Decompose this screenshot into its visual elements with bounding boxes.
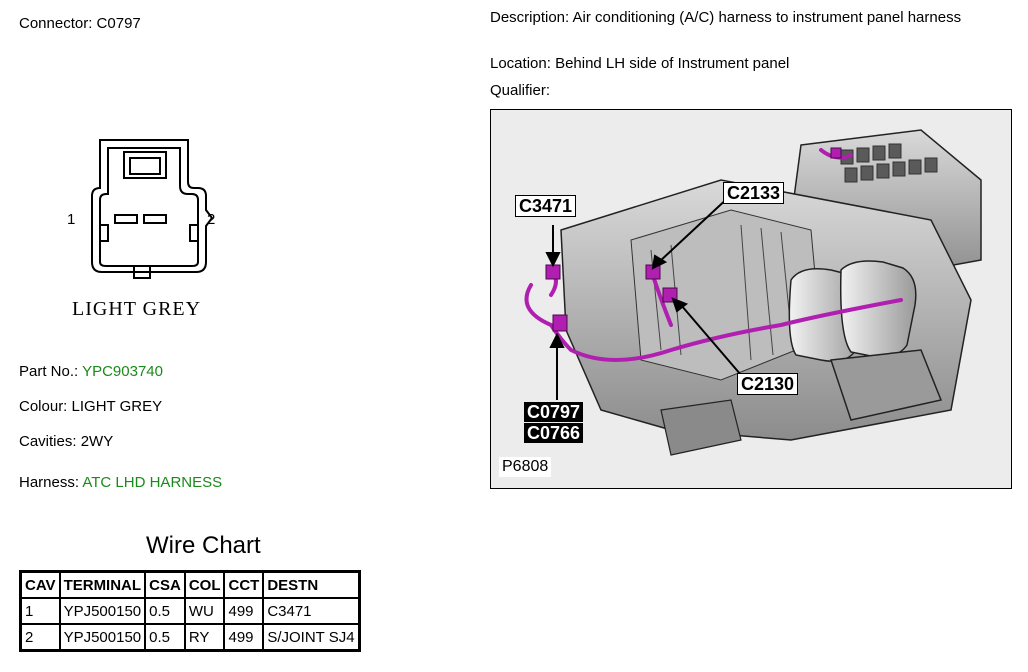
callout-c3471: C3471 (515, 195, 577, 217)
description-row: Description: Air conditioning (A/C) harn… (490, 8, 1010, 27)
callout-c2133: C2133 (723, 182, 785, 204)
cell-terminal: YPJ500150 (58, 623, 147, 652)
header-terminal: TERMINAL (58, 570, 147, 599)
cell-csa: 0.5 (144, 623, 186, 652)
location-label: Location: (490, 55, 551, 72)
header-csa: CSA (144, 570, 186, 599)
wire-chart-table: CAV TERMINAL CSA COL CCT DESTN 1 YPJ5001… (19, 570, 361, 652)
cavities-label: Cavities: (19, 433, 77, 450)
connector-title: Connector: C0797 (19, 15, 141, 32)
harness-link[interactable]: ATC LHD HARNESS (82, 474, 223, 491)
cavities-row: Cavities: 2WY (19, 433, 113, 450)
callout-c2130: C2130 (737, 373, 799, 395)
description-label: Description: (490, 9, 570, 26)
table-row: 1 YPJ500150 0.5 WU 499 C3471 (19, 597, 361, 625)
connector-label: Connector: (19, 15, 93, 32)
header-cav: CAV (19, 570, 61, 599)
header-cct: CCT (223, 570, 265, 599)
illustration-reference: P6808 (499, 457, 552, 477)
part-number-link[interactable]: YPC903740 (82, 363, 163, 380)
wire-chart-title: Wire Chart (146, 532, 261, 559)
connector-face-diagram (91, 139, 214, 279)
cell-cav: 1 (19, 597, 61, 625)
callout-c0766: C0766 (524, 423, 584, 443)
cell-terminal: YPJ500150 (58, 597, 147, 625)
cavities-value: 2WY (80, 433, 114, 450)
hvac-unit-drawing (491, 110, 1011, 488)
colour-row: Colour: LIGHT GREY (19, 398, 162, 415)
harness-label: Harness: (19, 474, 80, 491)
colour-label: Colour: (19, 398, 68, 415)
header-col: COL (183, 570, 226, 599)
qualifier-label: Qualifier: (490, 82, 551, 99)
cell-col: RY (183, 623, 226, 652)
cell-cct: 499 (223, 597, 265, 625)
connector-colour-caption: LIGHT GREY (72, 298, 202, 320)
description-value: Air conditioning (A/C) harness to instru… (572, 9, 962, 26)
qualifier-row: Qualifier: (490, 82, 550, 99)
header-destn: DESTN (262, 570, 361, 599)
colour-value: LIGHT GREY (71, 398, 163, 415)
cell-destn: S/JOINT SJ4 (262, 623, 361, 652)
table-row: 2 YPJ500150 0.5 RY 499 S/JOINT SJ4 (19, 623, 361, 652)
cell-destn: C3471 (262, 597, 361, 625)
pin-2-label: 2 (207, 211, 216, 228)
wire-chart-header-row: CAV TERMINAL CSA COL CCT DESTN (19, 570, 361, 599)
connector-id: C0797 (96, 15, 141, 32)
location-row: Location: Behind LH side of Instrument p… (490, 55, 789, 72)
location-value: Behind LH side of Instrument panel (555, 55, 790, 72)
pin-1-label: 1 (67, 211, 76, 228)
location-illustration: C3471 C2133 C2130 C0797 C0766 P6808 (490, 109, 1012, 489)
part-number-label: Part No.: (19, 363, 79, 380)
callout-c0797: C0797 (524, 402, 584, 422)
cell-csa: 0.5 (144, 597, 186, 625)
cell-cav: 2 (19, 623, 61, 652)
part-number-row: Part No.: YPC903740 (19, 363, 163, 380)
cell-col: WU (183, 597, 226, 625)
cell-cct: 499 (223, 623, 265, 652)
harness-row: Harness: ATC LHD HARNESS (19, 474, 222, 491)
